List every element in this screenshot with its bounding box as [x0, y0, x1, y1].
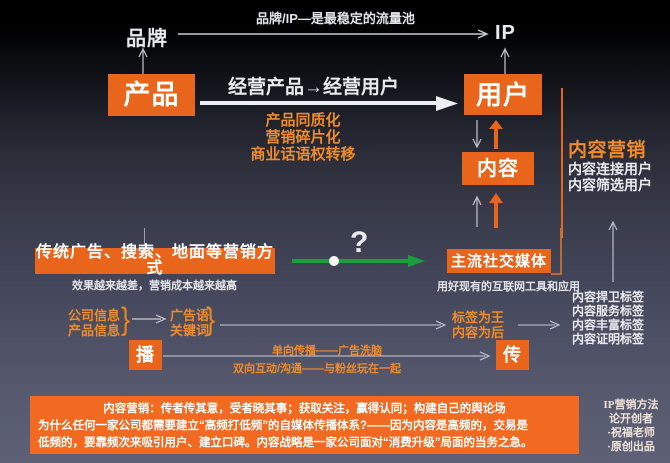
signature-line-2: 论开创者	[609, 413, 653, 425]
right-panel-divider	[561, 88, 563, 238]
tag-king-line-1: 标签为王	[452, 310, 505, 325]
pain-point-2: 营销碎片化	[265, 129, 341, 146]
social-to-content-bracket	[550, 228, 564, 275]
tag-list-group: 内容捍卫标签 内容服务标签 内容丰富标签 内容证明标签	[572, 290, 644, 346]
company-info-line-2: 产品信息	[68, 323, 121, 338]
adwords-line-2: 关键词	[170, 323, 210, 338]
bo-to-chuan-arrow	[163, 351, 493, 361]
chuan-node[interactable]: 传	[496, 340, 529, 370]
company-info-bracket: }	[121, 301, 131, 337]
pain-point-1: 产品同质化	[265, 112, 341, 129]
footer-line-2: 为什么任何一家公司都需要建立“高频打低频”的自媒体传播体系?——因为内容是高频的…	[38, 420, 529, 432]
content-social-arrows	[470, 192, 510, 228]
user-content-arrows	[470, 120, 510, 150]
one-way-communication-label: 单向传播——广告洗脑	[272, 345, 382, 357]
traditional-marketing-caption: 效果越来越差，营销成本越来越高	[72, 280, 237, 292]
tags-to-marketing-arrow	[608, 220, 618, 282]
tag-list-item-2: 内容服务标签	[572, 304, 645, 318]
content-marketing-panel: 内容营销 内容连接用户 内容筛选用户	[568, 140, 668, 193]
user-node[interactable]: 用户	[464, 74, 542, 115]
product-to-user-arrow	[200, 96, 460, 112]
product-to-brand-arrow	[138, 47, 148, 74]
content-marketing-line-1: 内容连接用户	[568, 161, 652, 177]
two-way-communication-label: 双向互动/沟通——与粉丝玩在一起	[233, 363, 402, 375]
tag-list-item-1: 内容捍卫标签	[572, 290, 645, 304]
company-to-adwords-arrow	[132, 314, 168, 324]
social-media-caption: 用好现有的互联网工具和应用	[437, 281, 580, 293]
brand-ip-caption: 品牌/IP—是最稳定的流量池	[256, 11, 415, 26]
tagking-to-taglist-arrow	[518, 320, 562, 330]
question-mark: ?	[350, 226, 369, 259]
adwords-to-tagking-arrow	[220, 320, 448, 330]
footer-line-3: 低频的，要靠频次来吸引用户、建立口碑。内容战略是一家公司面对“消费升级”局面的当…	[38, 437, 533, 449]
user-to-ip-arrow	[500, 47, 510, 74]
brand-label: 品牌	[126, 28, 168, 50]
ip-label: IP	[495, 22, 516, 44]
transition-green-arrow	[292, 254, 426, 268]
tag-king-line-2: 内容为后	[452, 325, 505, 340]
pain-point-3: 商业话语权转移	[250, 146, 356, 163]
adwords-line-1: 广告语	[170, 308, 210, 323]
company-info-group: 公司信息 产品信息	[68, 308, 120, 338]
bo-node[interactable]: 播	[129, 340, 162, 370]
signature-line-3: ·祝福老师	[607, 427, 655, 439]
signature-block: IP营销方法 论开创者 ·祝福老师 ·原创出品	[592, 398, 670, 454]
content-marketing-line-2: 内容筛选用户	[568, 177, 652, 193]
adwords-group: 广告语 关键词	[170, 308, 209, 338]
social-media-node[interactable]: 主流社交媒体	[447, 249, 551, 273]
product-node[interactable]: 产品	[108, 74, 195, 116]
tag-list-item-4: 内容证明标签	[572, 332, 645, 346]
tag-list-item-3: 内容丰富标签	[572, 318, 645, 332]
traditional-marketing-node[interactable]: 传统广告、搜索、地面等营销方式	[35, 244, 275, 277]
content-node[interactable]: 内容	[462, 152, 534, 185]
signature-line-1: IP营销方法	[603, 399, 659, 411]
footer-line-1: 内容营销：传者传其意，受者晓其事；获取关注，赢得认同；构建自己的舆论场	[103, 403, 506, 415]
product-to-traditional-connector	[144, 228, 145, 246]
manage-product-caption: 经营产品→经营用户	[228, 77, 400, 98]
tag-king-group: 标签为王 内容为后	[452, 310, 504, 340]
pain-point-list: 产品同质化 营销碎片化 商业话语权转移	[203, 112, 403, 163]
footer-summary-box: 内容营销：传者传其意，受者晓其事；获取关注，赢得认同；构建自己的舆论场 为什么任…	[30, 396, 579, 454]
company-info-line-1: 公司信息	[68, 308, 121, 323]
content-marketing-title: 内容营销	[568, 140, 647, 161]
adwords-bracket: }	[206, 301, 216, 337]
brand-to-ip-arrow	[178, 29, 496, 39]
signature-line-4: ·原创出品	[607, 441, 655, 453]
